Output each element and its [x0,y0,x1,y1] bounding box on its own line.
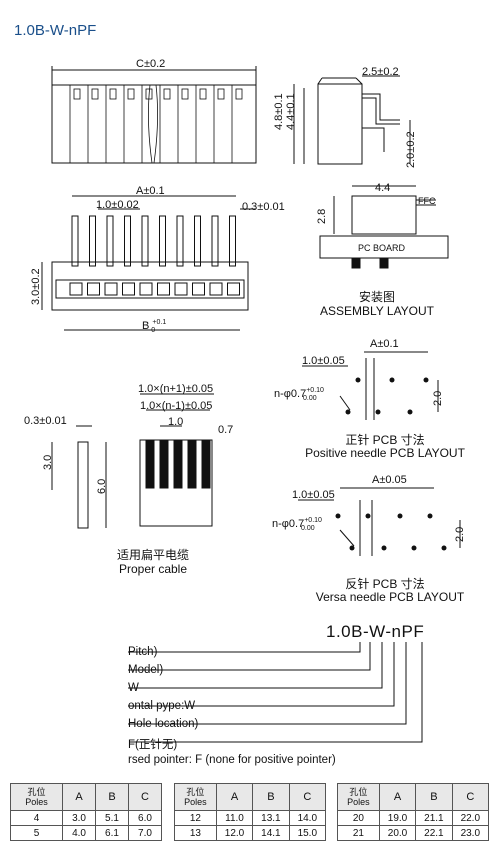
cable-d7: 6.0 [96,478,108,494]
code-row-1: Pitch) [128,646,158,658]
pos-dim-p: 1.0±0.05 [302,355,345,367]
pin-slot [209,282,223,296]
cable-d4: 0.7 [218,424,234,436]
dim-pin-width: 0.3±0.01 [242,201,285,213]
pos-hole: n-φ0.7+0.10 [274,387,324,400]
cable-d5: 0.3±0.01 [24,415,67,427]
dim-b: B +0.1 0 [142,319,167,334]
code-row-6: F(正针无) [128,739,178,751]
col-b-header: B [95,783,129,811]
pin-slot [122,282,135,296]
assembly-caption-en: ASSEMBLY LAYOUT [319,304,435,318]
pin-slot [69,282,83,296]
assembly-caption-cn: 安装图 [358,290,395,304]
pin-slot [139,282,153,296]
pos-hole-tol: 0.00 [303,395,317,402]
col-b-header: B [415,783,453,811]
pin-slot [174,282,188,296]
dim-asm-w: 4.4 [375,182,391,194]
cable-d6: 3.0 [42,454,54,470]
dim-h2: 4.4±0.1 [285,93,297,130]
pos-dim-a: A±0.1 [370,338,399,350]
connector-pin [71,215,79,267]
dim-h3: 2.0±0.2 [405,131,417,168]
code-row-4: ontal pype:W [128,700,196,712]
page-title: 1.0B-W-nPF [14,22,97,39]
pin-slot [192,282,205,296]
connector-pin [106,215,114,267]
pin-slot [104,282,118,296]
dim-a: A±0.1 [136,185,165,197]
versa-hole: n-φ0.7+0.10 [272,517,322,530]
dim-asm-h: 2.8 [316,208,328,224]
connector-pin [211,215,219,267]
col-a-header: A [215,783,254,811]
code-row-5: Hole location) [128,718,199,730]
connector-pin [124,215,131,267]
dim-h1: 4.8±0.1 [273,93,285,130]
cable-d3: 1.0 [168,416,184,428]
col-b-header: B [252,783,290,811]
cable-d2: 1.0×(n-1)±0.05 [140,400,213,412]
dim-pin-pitch: 2.5±0.2 [362,66,399,78]
part-code: 1.0B-W-nPF [326,622,425,641]
col-a-header: A [378,783,417,811]
dim-pitch: 1.0±0.02 [96,199,139,211]
col-a-header: A [62,783,97,811]
versa-dim-h: 2.0 [454,526,466,542]
versa-caption-cn: 反针 PCB 寸法 [345,577,425,591]
col-c-header: C [128,783,162,811]
code-row-2: Model) [128,664,164,676]
pin-slot [87,282,100,296]
connector-pin [194,215,201,267]
pin-slot [157,282,170,296]
col-c-header: C [288,783,327,811]
ffc-label: FFC [418,196,436,206]
pos-caption-en: Positive needle PCB LAYOUT [305,446,465,460]
connector-pin [176,215,184,267]
versa-hole-tol: 0.00 [301,525,315,532]
connector-pin [141,215,149,267]
cable-d1: 1.0×(n+1)±0.05 [138,383,214,395]
pos-dim-h: 2.0 [432,390,444,406]
connector-pin [89,215,96,267]
cable-caption-cn: 适用扁平电缆 [116,548,189,562]
versa-dim-p: 1.0±0.05 [292,489,335,501]
col-c-header: C [451,783,490,811]
pos-caption-cn: 正针 PCB 寸法 [345,433,425,447]
dim-c: C±0.2 [136,58,166,70]
code-row-7: rsed pointer: F (none for positive point… [128,754,336,766]
versa-dim-a: A±0.05 [372,474,407,486]
cable-caption-en: Proper cable [118,562,188,576]
dim-h-front: 3.0±0.2 [30,268,42,305]
connector-pin [159,215,166,267]
pcb-board-label: PC BOARD [358,243,406,253]
pin-slot [227,282,240,296]
versa-caption-en: Versa needle PCB LAYOUT [315,590,465,604]
connector-pin [229,215,236,267]
code-row-3: W [128,682,139,694]
